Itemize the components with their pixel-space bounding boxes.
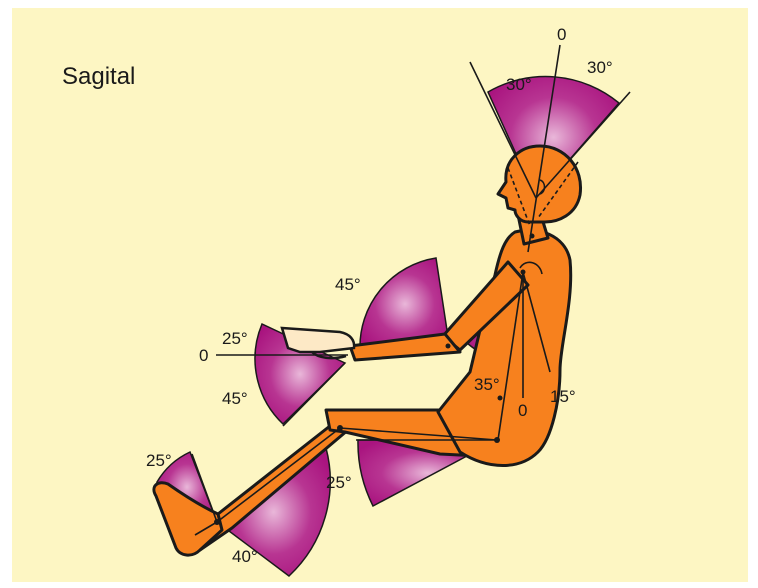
posture-diagram: Sagital 0 30° 30° 45° 0 25° 45° 35° 0 15… [12, 8, 748, 582]
knee-joint-dot [337, 425, 343, 431]
label-head-back: 30° [506, 75, 532, 94]
diagram-title: Sagital [62, 63, 135, 90]
hip-joint-dot [494, 437, 500, 443]
diagram-panel: Sagital 0 30° 30° 45° 0 25° 45° 35° 0 15… [12, 8, 748, 582]
label-trunk-back: 35° [474, 375, 500, 394]
label-shoulder-up: 45° [335, 275, 361, 294]
label-wrist-down: 45° [222, 389, 248, 408]
label-hand-zero: 0 [199, 346, 208, 365]
label-ankle-up: 25° [146, 451, 172, 470]
shoulder-joint-dot [521, 270, 526, 275]
label-trunk-zero: 0 [518, 401, 527, 420]
ankle-joint-dot [214, 519, 220, 525]
label-head-vertical: 0 [557, 25, 566, 44]
label-head-forward: 30° [587, 58, 613, 77]
hand [282, 328, 354, 352]
label-knee: 25° [326, 473, 352, 492]
neck-joint-dot [530, 234, 535, 239]
elbow-dot [446, 344, 451, 349]
label-wrist-up: 25° [222, 329, 248, 348]
label-ankle-down: 40° [232, 547, 258, 566]
label-trunk-forward: 15° [550, 387, 576, 406]
back-dot [498, 396, 503, 401]
